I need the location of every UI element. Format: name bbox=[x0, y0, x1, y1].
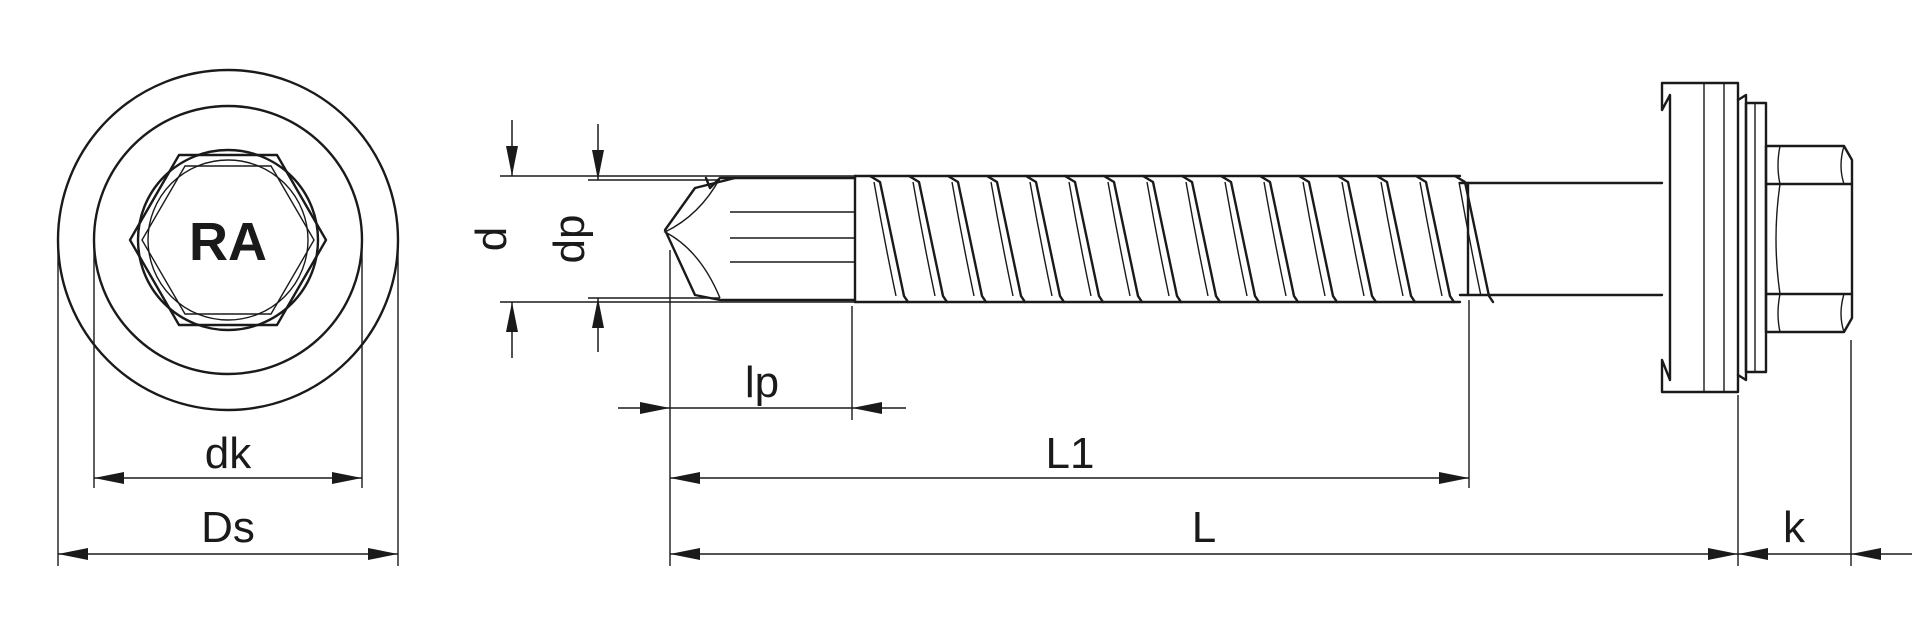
drill-point-cutting-edge bbox=[663, 177, 721, 299]
flange-circle bbox=[92, 104, 364, 376]
thread-crest bbox=[1219, 174, 1261, 304]
washer-outer-circle bbox=[56, 68, 400, 412]
ds-arrow-left bbox=[58, 548, 88, 560]
dk-arrow-right bbox=[332, 472, 362, 484]
lp-label: lp bbox=[745, 358, 779, 407]
thread-crest bbox=[868, 174, 910, 304]
thread-root bbox=[1380, 181, 1404, 297]
thread-helix-group bbox=[868, 174, 1495, 304]
hex-chamfer bbox=[141, 165, 315, 315]
thread-root bbox=[1263, 181, 1287, 297]
thread-root bbox=[1107, 181, 1131, 297]
thread-crest bbox=[1336, 174, 1378, 304]
l-arrow-left bbox=[670, 548, 700, 560]
l-arrow-right bbox=[1708, 548, 1738, 560]
dp-arrow-top bbox=[592, 150, 604, 180]
flange bbox=[1744, 101, 1768, 374]
thread-crest bbox=[1375, 174, 1417, 304]
l1-arrow-right bbox=[1439, 472, 1469, 484]
thread-crest bbox=[946, 174, 988, 304]
thread-crest bbox=[1453, 174, 1495, 304]
ds-label: Ds bbox=[201, 503, 255, 552]
dp-arrow-bottom bbox=[592, 298, 604, 328]
thread-root bbox=[912, 181, 936, 297]
d-arrow-top bbox=[506, 146, 518, 176]
k-arrow-left bbox=[1738, 548, 1768, 560]
l-label: L bbox=[1192, 503, 1216, 552]
l1-label: L1 bbox=[1046, 429, 1095, 478]
thread-root bbox=[1419, 181, 1443, 297]
thread-root bbox=[951, 181, 975, 297]
thread-root bbox=[1341, 181, 1365, 297]
l1-arrow-left bbox=[670, 472, 700, 484]
lp-arrow-left bbox=[640, 402, 670, 414]
side-view-dimensions: d dp lp L1 L k bbox=[467, 120, 1912, 566]
screw-side-view bbox=[663, 81, 1854, 394]
thread-root bbox=[1029, 181, 1053, 297]
thread-crest bbox=[1102, 174, 1144, 304]
hex-chamfer-curves-right bbox=[1840, 145, 1845, 333]
k-label: k bbox=[1783, 503, 1806, 552]
d-arrow-bottom bbox=[506, 302, 518, 332]
top-view-dimensions: dk Ds bbox=[57, 250, 399, 566]
chamfer-circle bbox=[136, 148, 320, 332]
dk-arrow-left bbox=[94, 472, 124, 484]
head-marking: RA bbox=[189, 212, 267, 272]
thread-root bbox=[1458, 181, 1482, 297]
thread-crest bbox=[1414, 174, 1456, 304]
head-top-view: RA bbox=[56, 68, 400, 412]
thread-crest bbox=[1024, 174, 1066, 304]
thread-crest bbox=[985, 174, 1027, 304]
dk-label: dk bbox=[205, 429, 252, 478]
d-label: d bbox=[467, 227, 516, 251]
thread-root bbox=[1068, 181, 1092, 297]
thread-root bbox=[873, 181, 897, 297]
thread-crest bbox=[1297, 174, 1339, 304]
thread-root bbox=[1146, 181, 1170, 297]
thread-root bbox=[1302, 181, 1326, 297]
thread-root bbox=[1224, 181, 1248, 297]
washer-outer bbox=[1660, 81, 1740, 394]
ds-arrow-right bbox=[368, 548, 398, 560]
thread-crest bbox=[1141, 174, 1183, 304]
dp-label: dp bbox=[545, 215, 594, 264]
thread-crest bbox=[1063, 174, 1105, 304]
thread-crest bbox=[1180, 174, 1222, 304]
thread-crest bbox=[1258, 174, 1300, 304]
hex-outline bbox=[128, 153, 328, 327]
thread-root bbox=[1185, 181, 1209, 297]
thread-crest bbox=[907, 174, 949, 304]
lp-arrow-right bbox=[852, 402, 882, 414]
k-arrow-right bbox=[1851, 548, 1881, 560]
hex-chamfer-curves bbox=[1775, 145, 1781, 333]
drill-point-outline bbox=[663, 176, 857, 302]
inner-circle bbox=[147, 159, 309, 321]
thread-root bbox=[990, 181, 1014, 297]
